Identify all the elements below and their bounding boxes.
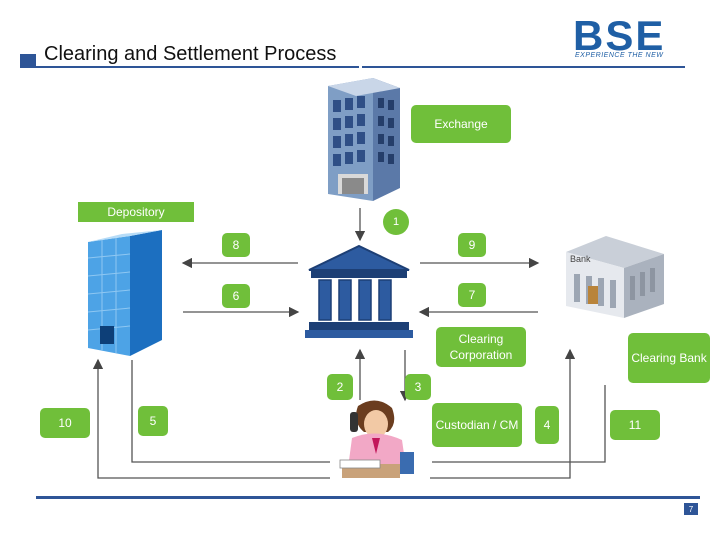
bse-logo-text: BSE bbox=[573, 12, 665, 59]
page-title: Clearing and Settlement Process bbox=[44, 43, 337, 65]
step-4: 4 bbox=[535, 406, 559, 444]
step-10: 10 bbox=[40, 408, 90, 438]
glass-tower-icon bbox=[87, 230, 162, 356]
logo-tagline: EXPERIENCE THE NEW bbox=[575, 52, 664, 59]
institution-columns-icon bbox=[305, 244, 413, 338]
clearing-corporation-label: Clearing Corporation bbox=[436, 327, 526, 367]
clearing-bank-label: Clearing Bank bbox=[628, 333, 710, 383]
step-9: 9 bbox=[458, 233, 486, 257]
bank-sign: Bank bbox=[570, 254, 591, 264]
custodian-label: Custodian / CM bbox=[432, 403, 522, 447]
footer-rule bbox=[36, 496, 700, 499]
step-5: 5 bbox=[138, 406, 168, 436]
logo-underline bbox=[362, 66, 685, 68]
exchange-label: Exchange bbox=[411, 105, 511, 143]
bank-building-icon: Bank bbox=[566, 236, 664, 318]
bse-logo: BSE bbox=[573, 12, 665, 59]
title-bullet bbox=[20, 54, 36, 68]
page-number: 7 bbox=[684, 503, 698, 515]
step-6: 6 bbox=[222, 284, 250, 308]
step-1: 1 bbox=[383, 209, 409, 235]
office-building-icon bbox=[328, 78, 400, 201]
step-11: 11 bbox=[610, 410, 660, 440]
step-3: 3 bbox=[405, 374, 431, 400]
depository-label: Depository bbox=[78, 202, 194, 222]
step-8: 8 bbox=[222, 233, 250, 257]
title-underline bbox=[36, 66, 359, 68]
step-7: 7 bbox=[458, 283, 486, 307]
step-2: 2 bbox=[327, 374, 353, 400]
person-on-phone-icon bbox=[339, 400, 414, 478]
